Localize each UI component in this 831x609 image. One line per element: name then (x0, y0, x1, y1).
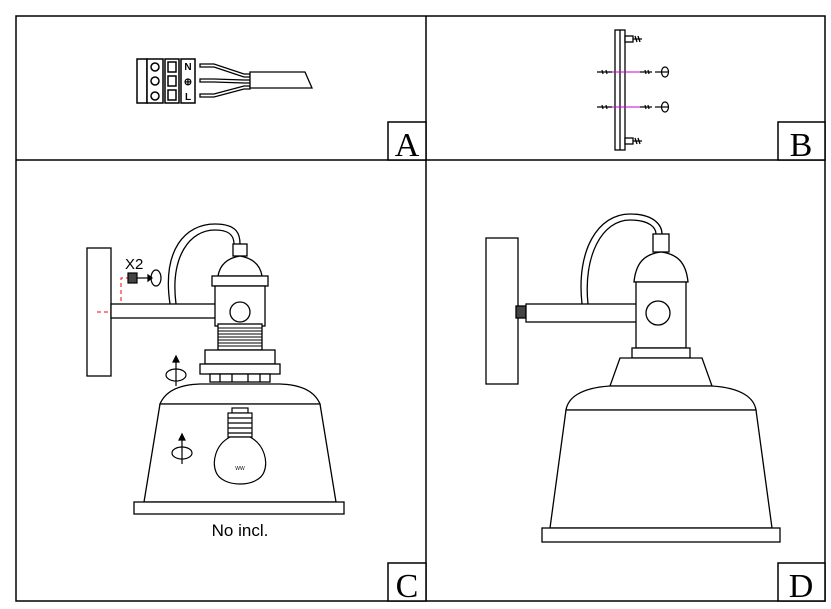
bulb-not-included-note: No incl. (212, 521, 269, 540)
rotate-arrow-bulb (171, 432, 193, 464)
terminal-label-live: L (185, 92, 191, 103)
panel-letter-c: C (396, 568, 419, 605)
label-box-b: B (777, 121, 826, 164)
label-box-a: A (387, 121, 427, 164)
rotate-arrow-ring (165, 354, 187, 386)
panel-b: B (597, 29, 826, 164)
panel-letter-d: D (789, 568, 814, 605)
mounting-bracket (614, 29, 642, 151)
terminal-label-earth: ⊕ (184, 77, 192, 88)
panel-a: N ⊕ L A (136, 58, 427, 164)
screw-quantity: X2 (125, 256, 143, 273)
terminal-label-neutral: N (184, 62, 191, 73)
bulb-marking: WW (235, 466, 245, 472)
cable-wires (199, 63, 313, 98)
panel-letter-a: A (395, 127, 420, 164)
shade-ring (199, 349, 281, 383)
label-box-d: D (777, 562, 826, 605)
finished-lamp (485, 213, 781, 543)
panel-d: D (485, 213, 826, 605)
wall-screws (597, 66, 670, 113)
thread-lines (218, 327, 262, 347)
panel-letter-b: B (790, 127, 813, 164)
grub-screw (127, 269, 162, 287)
bulb (213, 407, 267, 485)
panel-c: X2 (86, 223, 427, 605)
label-box-c: C (387, 562, 427, 605)
terminal-block (136, 58, 196, 104)
arm-and-cable (110, 223, 241, 319)
